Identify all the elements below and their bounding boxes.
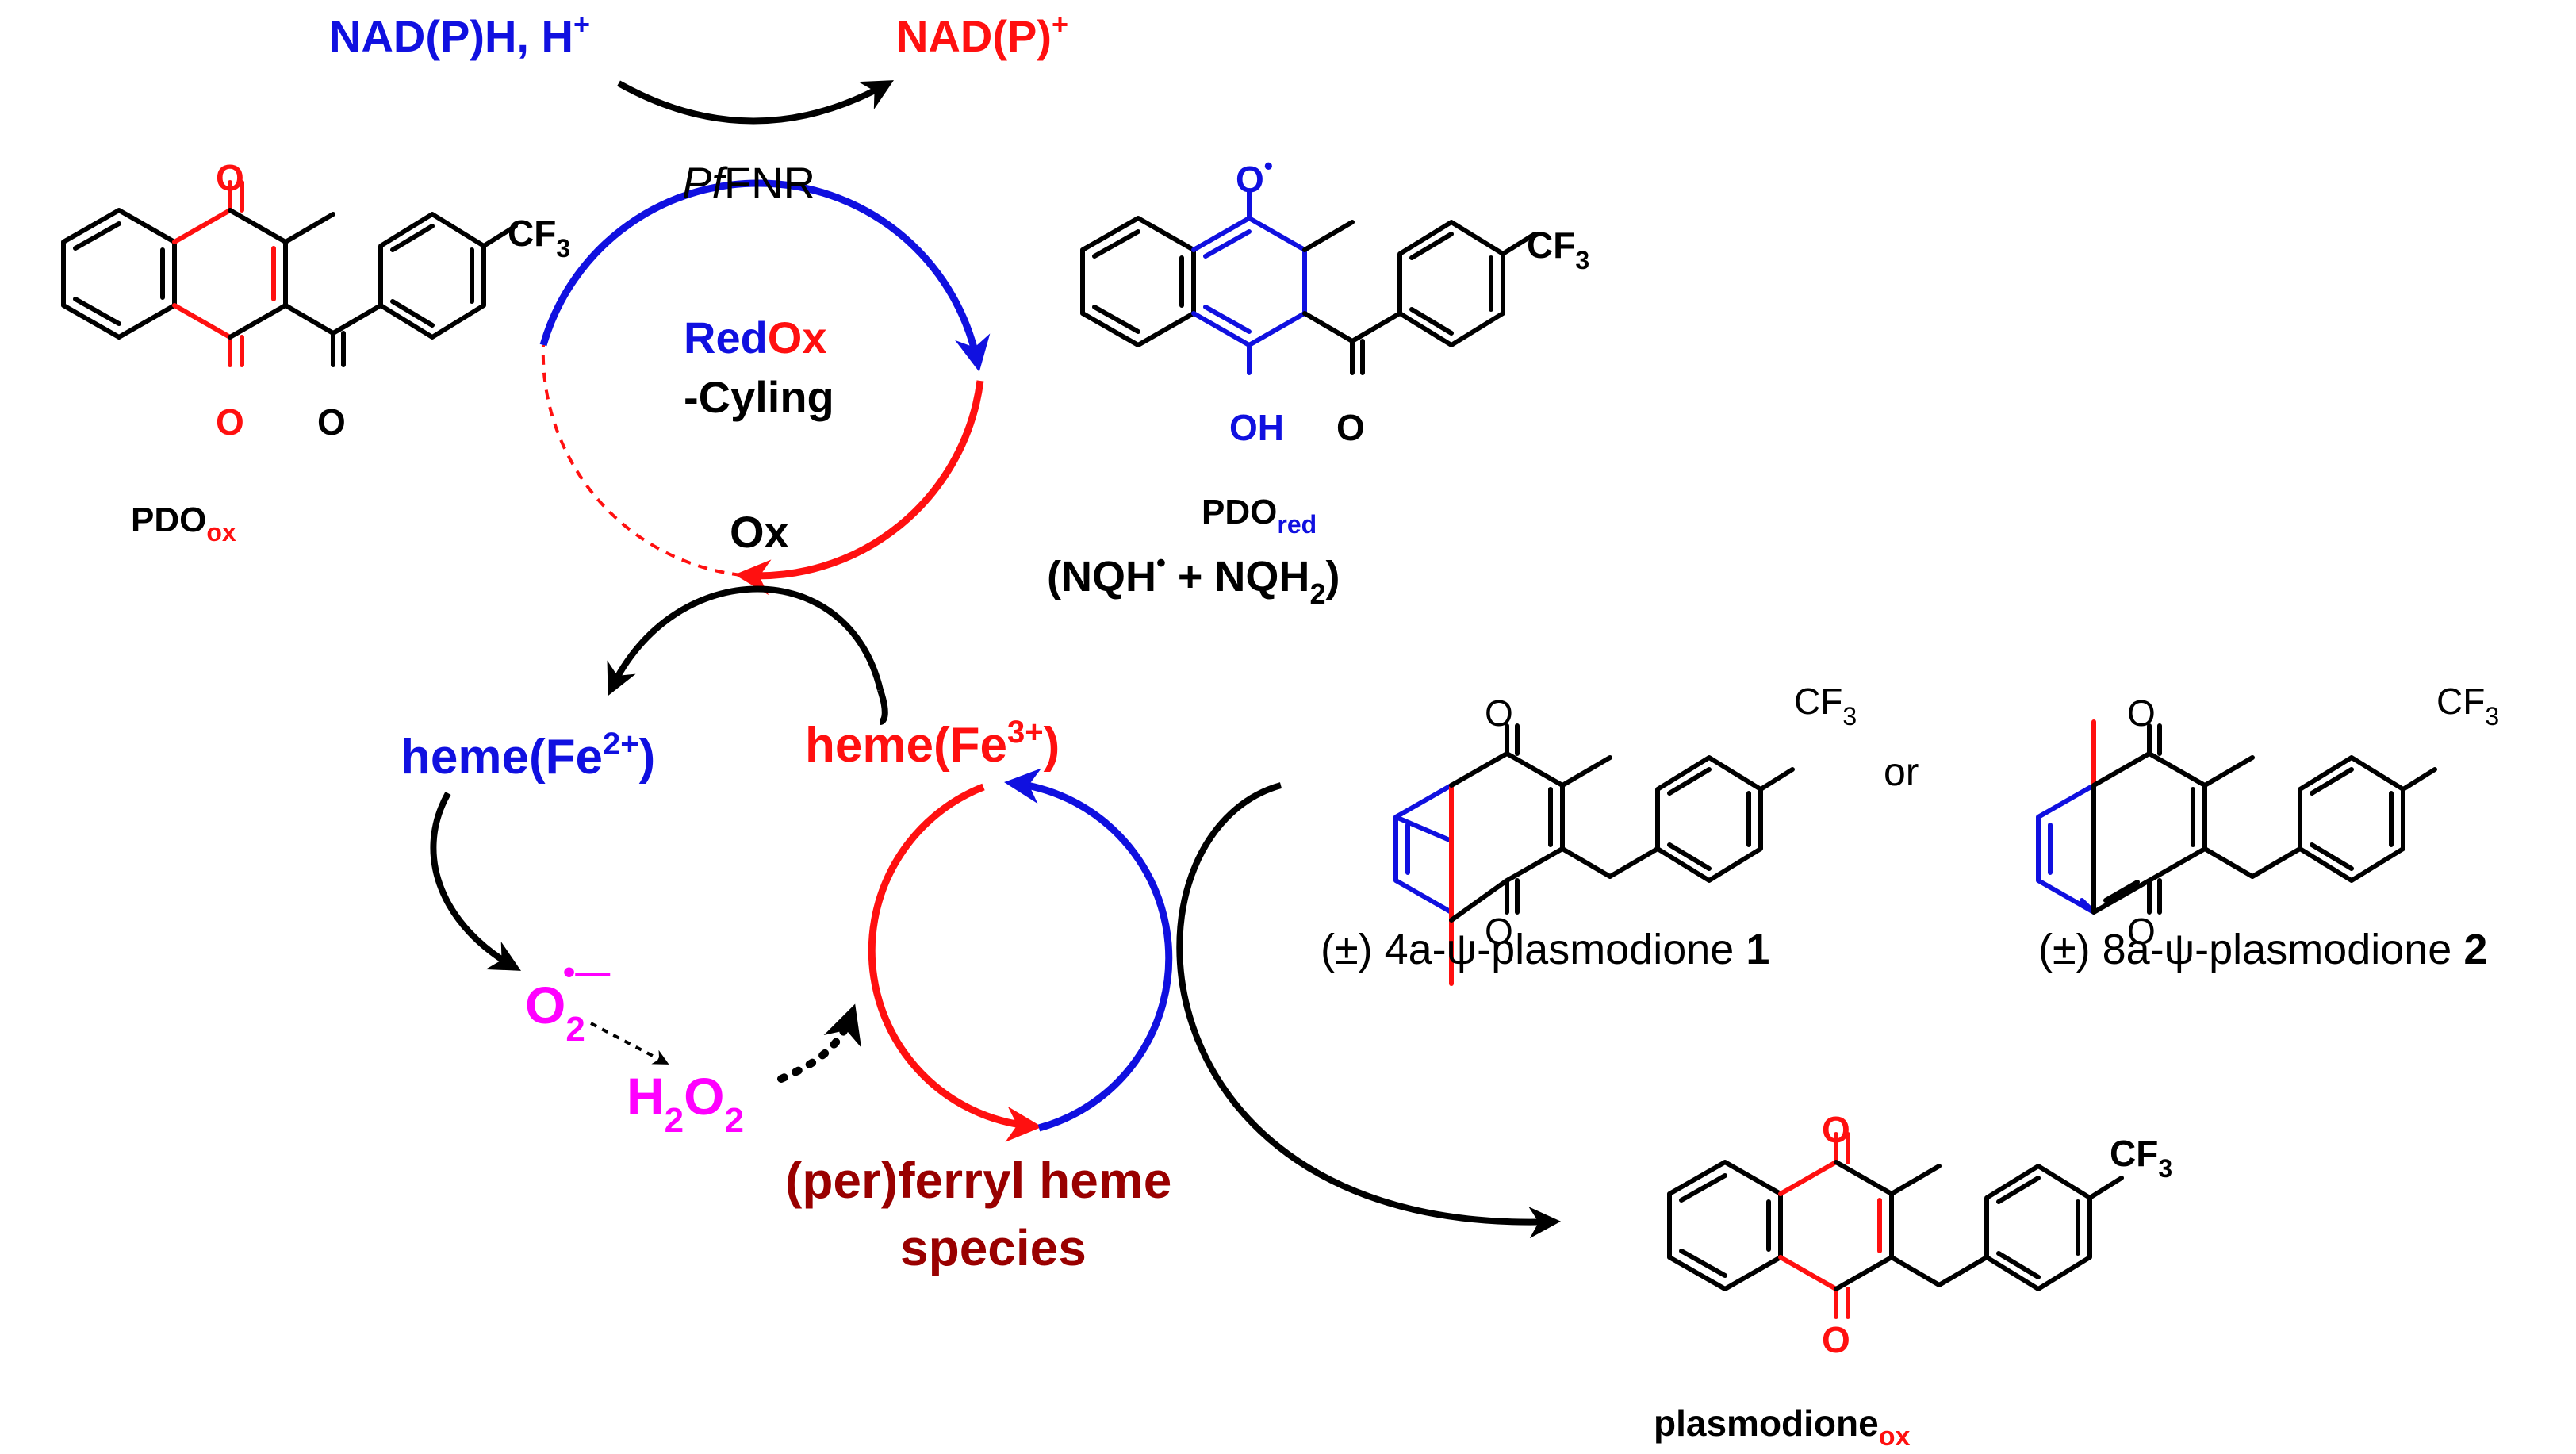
psi1-o-bottom: O [1485,911,1513,952]
redox-cycle-label: RedOx [684,313,827,363]
cofactor-arrow [617,80,894,125]
superoxide-label: O2•— [525,953,610,1049]
enzyme-label: PfFNR [682,158,815,208]
psi2-o-bottom: O [2127,911,2156,952]
pdo-ox-o-top: O [216,157,244,198]
ox-to-heme-arrow [607,585,884,696]
psi-plasmodione-2-structure [2036,719,2437,915]
redox-cycle [539,179,991,596]
plasmodione-ox-label: plasmodioneox [1654,1402,1910,1452]
psi-plasmodione-1-structure [1393,723,1795,986]
pdo-ox-label: PDOox [131,501,236,547]
pdo-red-structure [1080,188,1537,375]
psi2-cf3: CF3 [2436,681,2499,731]
psi1-label: (±) 4a-ψ-plasmodione 1 [1321,926,1769,973]
pdo-red-o-radical: O• [1236,152,1273,200]
heme-fe3-label: heme(Fe3+) [805,715,1060,773]
cycling-label: -Cyling [684,372,834,422]
psi2-o-top: O [2127,692,2156,734]
plasmodione-ox-o-top: O [1822,1109,1850,1150]
heme-fe2-label: heme(Fe2+) [401,727,655,785]
ferryl-label-line2: species [900,1219,1087,1276]
plasmodione-ox-o-bottom: O [1822,1319,1850,1360]
ferryl-label-line1: (per)ferryl heme [785,1152,1171,1209]
pdo-red-label: PDOred [1202,493,1317,539]
peroxide-to-cycle-arrow [777,1003,862,1083]
psi1-o-top: O [1485,692,1513,734]
pdo-ox-o-ketone: O [317,401,346,443]
plasmodione-ox-cf3: CF3 [2110,1133,2172,1183]
pdo-red-cf3: CF3 [1527,224,1589,274]
pdo-ox-cf3: CF3 [508,213,570,263]
heme-to-superoxide-arrow [430,792,521,971]
peroxide-label: H2O2 [627,1067,744,1140]
pdo-red-species: (NQH• + NQH2) [1047,548,1340,610]
cofactor-out-label: NAD(P)+ [896,8,1068,61]
or-text: or [1884,750,1919,794]
ox-label: Ox [730,507,789,557]
pdo-ox-structure [61,180,518,367]
pdo-red-oh: OH [1229,407,1284,448]
pdo-red-o-ketone: O [1336,407,1365,448]
superoxide-to-peroxide-arrow [590,1022,669,1065]
pdo-ox-o-bottom: O [216,401,244,443]
plasmodione-ox-structure [1667,1132,2124,1319]
cofactor-in-label: NAD(P)H, H+ [329,8,590,61]
psi-to-plasmodione-arrow [1176,782,1561,1239]
heme-cycle [868,768,1173,1142]
fe3-return-arc [877,689,888,725]
psi2-label: (±) 8a-ψ-plasmodione 2 [2038,926,2487,973]
psi1-cf3: CF3 [1794,681,1857,731]
